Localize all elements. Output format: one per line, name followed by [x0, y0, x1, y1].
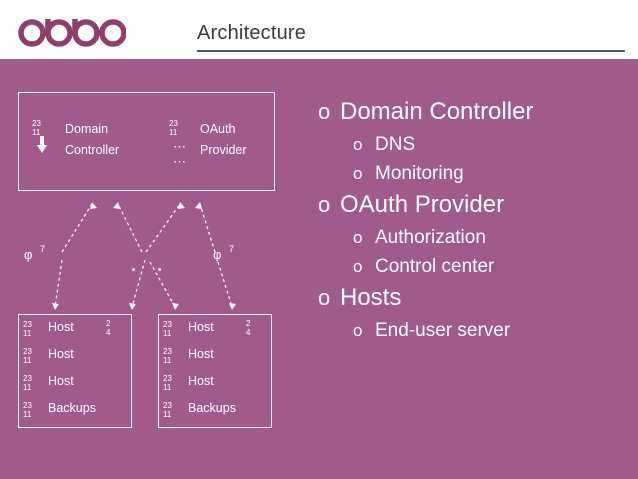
outline-item-monitoring: o Monitoring	[318, 163, 630, 184]
outline-item-label: Monitoring	[375, 163, 464, 184]
host-group-right-row3-label: Backups	[188, 401, 236, 415]
diagram-dot-left	[132, 268, 135, 271]
outline-item-label: Control center	[375, 256, 495, 277]
outline-item-label: End-user server	[375, 320, 511, 341]
outline-item-label: DNS	[375, 134, 416, 155]
outline-item-end-user-server: o End-user server	[318, 320, 630, 341]
title-underline	[197, 50, 625, 52]
oauth-provider-ellipsis-bottom: ⋯	[173, 154, 187, 169]
phi-right-superscript: 7	[229, 244, 235, 254]
bullet-marker-icon: o	[318, 285, 331, 310]
bullet-marker-icon: o	[353, 257, 363, 276]
host-group-left	[18, 314, 132, 428]
slide-header: Architecture	[0, 0, 638, 59]
oauth-provider-label-line2: Provider	[200, 143, 247, 157]
outline-list: o Domain Controller o DNS o Monitoring o…	[318, 99, 630, 349]
host-group-left-row2-label: Host	[48, 374, 74, 388]
bullet-marker-icon: o	[318, 192, 331, 217]
diagram-top-container	[18, 92, 275, 191]
outline-item-dns: o DNS	[318, 134, 630, 155]
bullet-marker-icon: o	[353, 321, 363, 340]
outline-item-domain-controller: o Domain Controller	[318, 99, 630, 125]
outline-item-label: OAuth Provider	[340, 191, 505, 218]
outline-item-hosts: o Hosts	[318, 285, 630, 311]
oauth-provider-ellipsis-top: ⋯	[173, 139, 187, 154]
phi-left-superscript: 7	[40, 244, 46, 254]
host-group-right	[158, 314, 272, 428]
domain-controller-label-line1: Domain	[65, 122, 109, 136]
host-group-right-row1-label: Host	[188, 347, 214, 361]
phi-left-glyph: φ	[24, 247, 33, 262]
bullet-marker-icon: o	[353, 164, 363, 183]
outline-item-control-center: o Control center	[318, 256, 630, 277]
host-group-right-row2-label: Host	[188, 374, 214, 388]
odoo-logo-icon	[16, 14, 127, 48]
phi-right-glyph: φ	[213, 247, 222, 262]
host-group-left-row3-label: Backups	[48, 401, 96, 415]
diagram-dot-right	[158, 268, 161, 271]
bullet-marker-icon: o	[318, 99, 331, 124]
diagram-connectors	[52, 202, 236, 310]
host-group-left-row0-label: Host	[48, 320, 74, 334]
outline-item-oauth-provider: o OAuth Provider	[318, 192, 630, 218]
host-group-right-row0-label: Host	[188, 320, 214, 334]
host-group-left-row1-label: Host	[48, 347, 74, 361]
oauth-provider-label-line1: OAuth	[200, 122, 236, 136]
domain-controller-label-line2: Controller	[65, 143, 120, 157]
outline-item-label: Hosts	[340, 284, 402, 311]
page-title: Architecture	[197, 22, 307, 44]
outline-item-authorization: o Authorization	[318, 227, 630, 248]
bullet-marker-icon: o	[353, 228, 363, 247]
outline-item-label: Authorization	[375, 227, 486, 248]
bullet-marker-icon: o	[353, 135, 363, 154]
outline-item-label: Domain Controller	[340, 98, 534, 125]
domain-controller-arrow-icon	[36, 136, 48, 159]
